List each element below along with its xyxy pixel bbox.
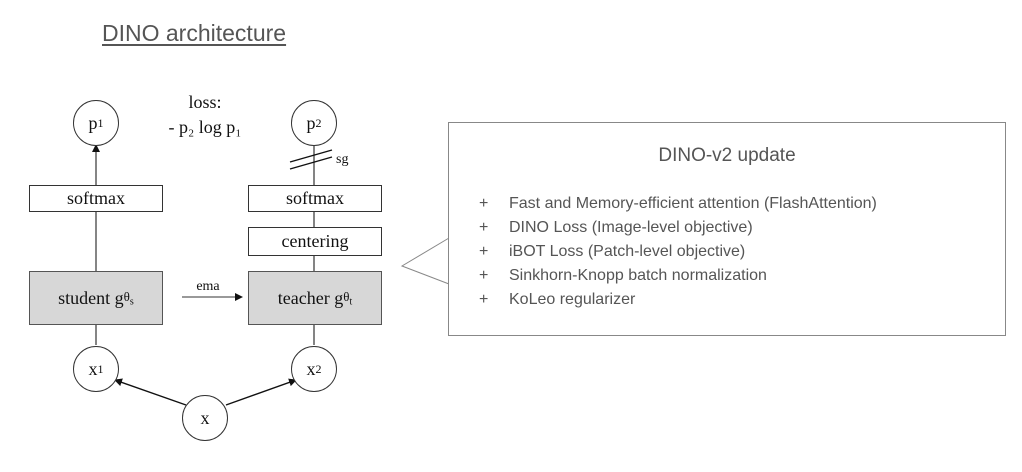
update-list: +Fast and Memory-efficient attention (Fl… <box>479 192 877 312</box>
list-item: +Fast and Memory-efficient attention (Fl… <box>479 192 877 216</box>
diagram-title: DINO architecture <box>102 20 287 46</box>
plus-bullet-icon: + <box>479 195 489 212</box>
loss-label-expression: - p₂ log p₁ <box>168 117 242 137</box>
stop-gradient-mark-1 <box>289 149 333 163</box>
list-item: +Sinkhorn-Knopp batch normalization <box>479 264 877 288</box>
list-item: +DINO Loss (Image-level objective) <box>479 216 877 240</box>
teacher-centering-box: centering <box>248 227 382 256</box>
ema-label: ema <box>196 279 220 294</box>
loss-formula: loss: - p₂ log p₁ <box>150 90 260 140</box>
stop-gradient-label: sg <box>336 152 349 167</box>
teacher-softmax-box: softmax <box>248 185 382 212</box>
view-arrow-2 <box>225 378 297 406</box>
list-item: +iBOT Loss (Patch-level objective) <box>479 240 877 264</box>
plus-bullet-icon: + <box>479 243 489 260</box>
plus-bullet-icon: + <box>479 291 489 308</box>
view-arrow-1 <box>114 378 187 406</box>
dino-v2-update-panel: DINO-v2 update +Fast and Memory-efficien… <box>448 122 1006 336</box>
loss-label-heading: loss: <box>188 92 222 112</box>
plus-bullet-icon: + <box>479 219 489 236</box>
stop-gradient-mark-2 <box>289 156 333 170</box>
student-softmax-box: softmax <box>29 185 163 212</box>
callout-pointer <box>400 237 450 285</box>
update-panel-title: DINO-v2 update <box>658 145 796 166</box>
plus-bullet-icon: + <box>479 267 489 284</box>
list-item: +KoLeo regularizer <box>479 288 877 312</box>
source-image-node: x <box>182 395 228 441</box>
